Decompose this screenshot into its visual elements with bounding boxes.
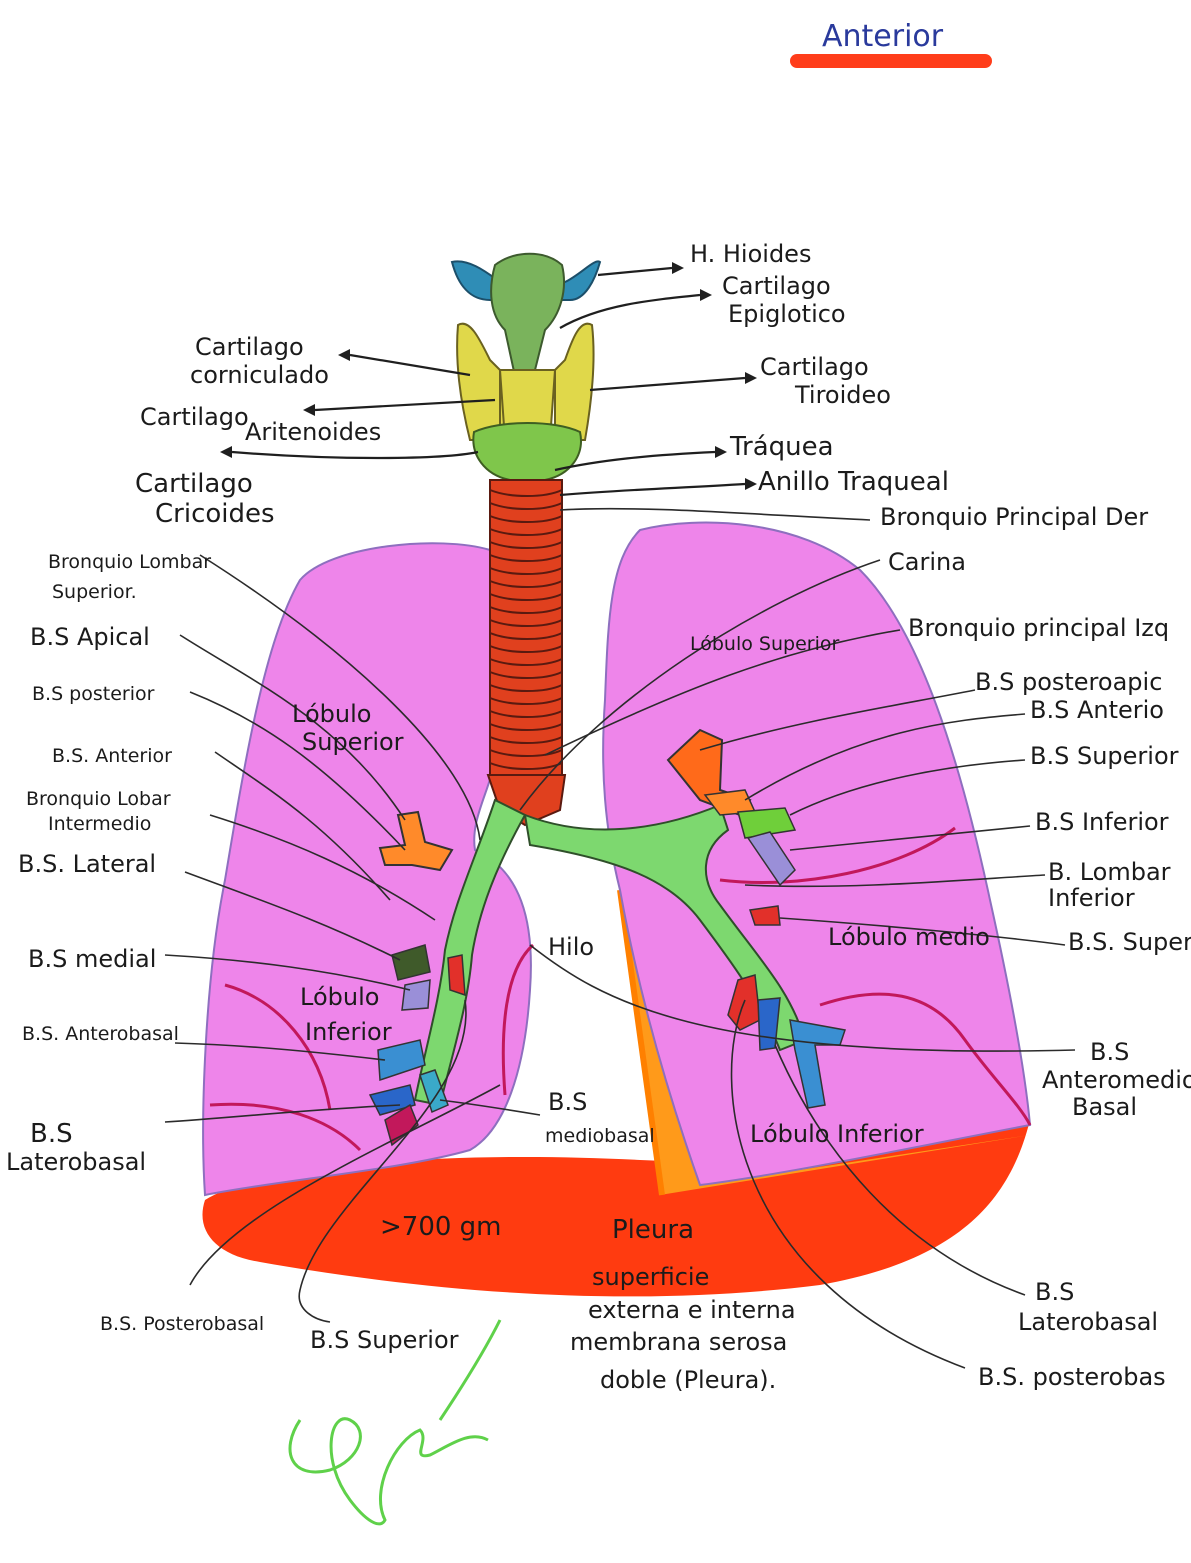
label-corniculado-2: corniculado [190, 361, 329, 389]
label-lobulo-superior-right: Lóbulo Superior [690, 633, 839, 655]
label-b-lombar-inferior-1: B. Lombar [1048, 858, 1171, 886]
label-lobulo-medio: Lóbulo medio [828, 923, 990, 951]
trachea [490, 480, 562, 780]
label-bs-superior-far-right: B.S. Superi [1068, 928, 1191, 956]
label-lobulo-superior-left-1: Lóbulo [292, 700, 371, 728]
label-tiroideo-2: Tiroideo [794, 381, 891, 409]
label-cricoides-2: Cricoides [155, 499, 275, 529]
label-pleura-desc-2: externa e interna [588, 1296, 796, 1324]
label-bronquio-lombar-superior-2: Superior. [52, 581, 137, 603]
label-pleura-desc-3: membrana serosa [570, 1328, 787, 1356]
title-anterior: Anterior [822, 19, 944, 54]
title-underline [790, 54, 992, 68]
label-bs-superior-right: B.S Superior [1030, 742, 1179, 770]
label-bronquio-lombar-superior-1: Bronquio Lombar [48, 551, 211, 573]
label-bs-laterobasal-left-2: Laterobasal [6, 1148, 146, 1176]
label-bronquio-principal-izq: Bronquio principal Izq [908, 614, 1169, 642]
label-bs-superior-bottom: B.S Superior [310, 1326, 459, 1354]
label-epiglotico-1: Cartilago [722, 272, 831, 300]
label-aritenoides-1: Cartilago [140, 403, 249, 431]
label-bronquio-lobar-intermedio-2: Intermedio [48, 813, 151, 835]
label-pleura-desc-4: doble (Pleura). [600, 1366, 776, 1394]
label-bs-mediobasal-1: B.S [548, 1088, 587, 1116]
label-bs-anterior-right: B.S Anterio [1030, 696, 1164, 724]
label-bs-laterobasal-right-1: B.S [1035, 1278, 1074, 1306]
label-tiroideo-1: Cartilago [760, 353, 869, 381]
label-aritenoides-2: Aritenoides [245, 418, 381, 446]
right-medial-segment-purple [402, 980, 430, 1010]
label-bs-anteromedio-2: Anteromedio [1042, 1066, 1191, 1094]
label-anillo-traqueal: Anillo Traqueal [758, 467, 949, 497]
label-hioides: H. Hioides [690, 240, 811, 268]
label-bs-posterobasal-right: B.S. posterobas [978, 1363, 1166, 1391]
label-corniculado-1: Cartilago [195, 333, 304, 361]
label-bs-mediobasal-2: mediobasal [545, 1125, 655, 1147]
right-segment-red [448, 955, 465, 995]
label-carina: Carina [888, 548, 966, 576]
label-bs-anteromedio-3: Basal [1072, 1093, 1137, 1121]
cricoid-cartilage [473, 423, 581, 480]
label-bronquio-principal-der: Bronquio Principal Der [880, 503, 1148, 531]
label-bs-laterobasal-left-1: B.S [30, 1119, 73, 1149]
label-bs-apical: B.S Apical [30, 623, 150, 651]
label-epiglotico-2: Epiglotico [728, 300, 846, 328]
label-bs-posterior: B.S posterior [32, 683, 155, 705]
label-bronquio-lobar-intermedio-1: Bronquio Lobar [26, 788, 171, 810]
label-bs-posterobasal-left: B.S. Posterobasal [100, 1313, 264, 1335]
label-lobulo-inferior-right: Lóbulo Inferior [750, 1120, 924, 1148]
label-bs-anterobasal: B.S. Anterobasal [22, 1023, 179, 1045]
label-cricoides-1: Cartilago [135, 469, 253, 499]
label-bs-lateral: B.S. Lateral [18, 850, 156, 878]
label-bs-posteroapical: B.S posteroapic [975, 668, 1162, 696]
label-bs-medial: B.S medial [28, 945, 156, 973]
label-lobulo-inferior-left-2: Inferior [305, 1018, 392, 1046]
label-pleura-desc-1: superficie [592, 1263, 709, 1291]
label-b-lombar-inferior-2: Inferior [1048, 884, 1135, 912]
label-bs-inferior-right: B.S Inferior [1035, 808, 1169, 836]
label-weight: >700 gm [380, 1212, 502, 1242]
label-lobulo-inferior-left-1: Lóbulo [300, 983, 379, 1011]
left-middle-lobe-segment-red [750, 906, 780, 925]
label-lobulo-superior-left-2: Superior [302, 728, 404, 756]
label-bs-laterobasal-right-2: Laterobasal [1018, 1308, 1158, 1336]
label-bs-anterior-left: B.S. Anterior [52, 745, 172, 767]
label-traquea: Tráquea [729, 432, 834, 462]
label-bs-anteromedio-1: B.S [1090, 1038, 1129, 1066]
label-hilo: Hilo [548, 933, 594, 961]
label-pleura: Pleura [612, 1215, 694, 1245]
